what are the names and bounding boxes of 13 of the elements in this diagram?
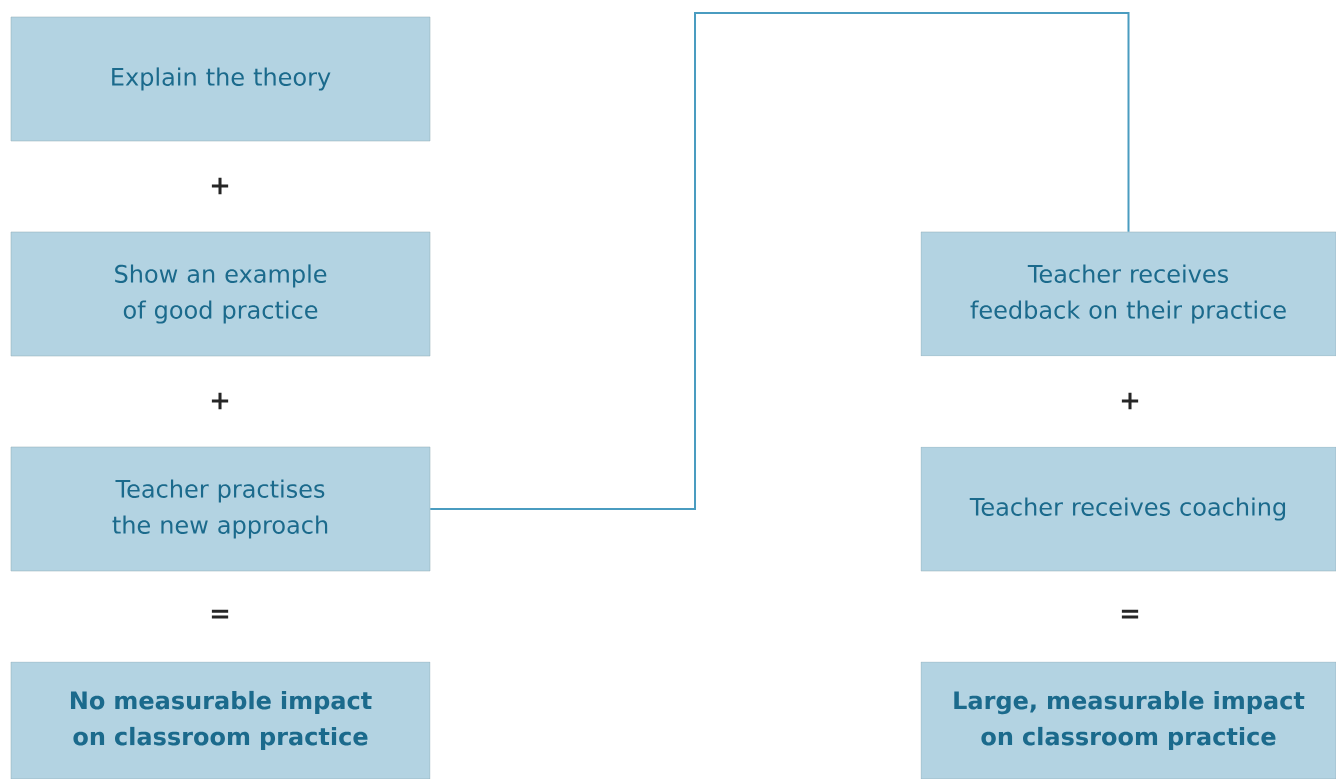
process-box: Large, measurable impact on classroom practice (920, 661, 1336, 779)
process-box: Explain the theory (10, 16, 431, 142)
process-box: Teacher receives coaching (920, 446, 1336, 572)
operator-sign: + (1121, 392, 1139, 410)
operator-sign: = (211, 609, 229, 619)
process-box: Teacher receives feedback on their practice (920, 231, 1336, 357)
connector-line (429, 12, 1130, 510)
process-box: Show an example of good practice (10, 231, 431, 357)
operator-sign: + (211, 392, 229, 410)
operator-sign: + (211, 177, 229, 195)
process-box: Teacher practises the new approach (10, 446, 431, 572)
process-box: No measurable impact on classroom practice (10, 661, 431, 779)
operator-sign: = (1121, 609, 1139, 619)
